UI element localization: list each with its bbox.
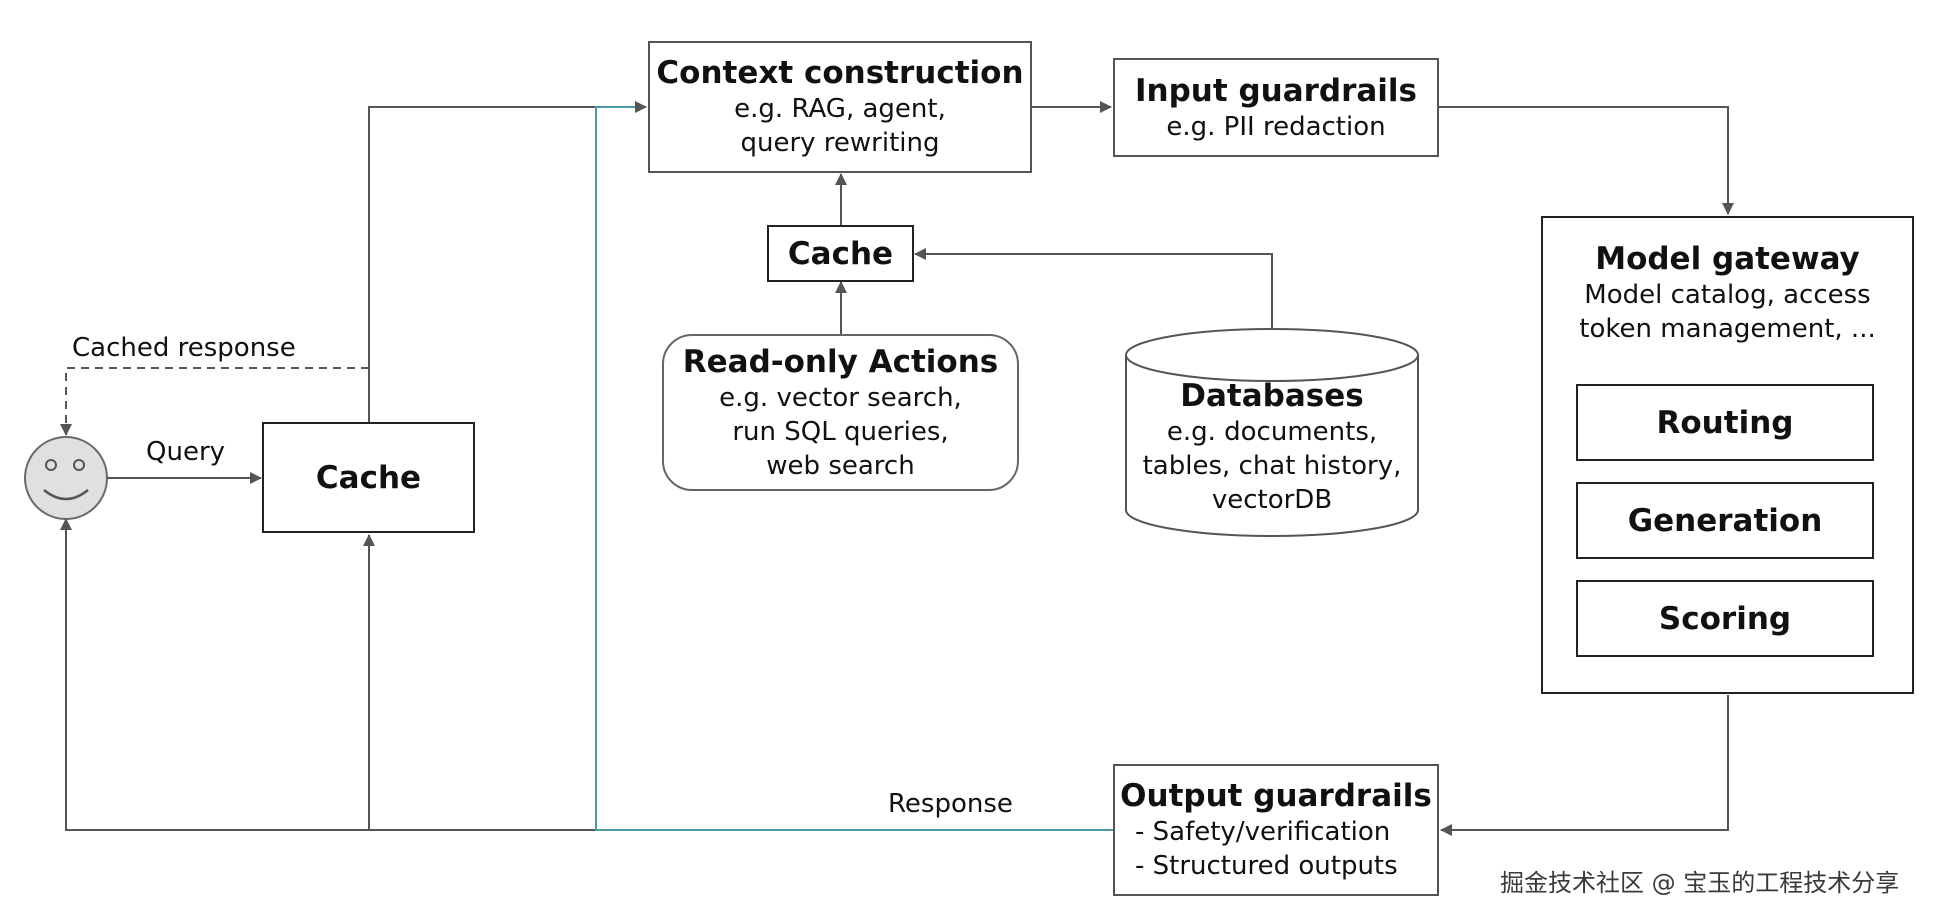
readonly-actions-title: Read-only Actions [682,343,999,380]
readonly-actions-line: run SQL queries, [732,416,949,447]
gateway-to-output-guardrails-arrow [1440,695,1729,836]
connectors [60,101,1734,836]
routing-module-box: Routing [1576,384,1874,461]
model-gateway-line: Model catalog, access [1584,280,1871,310]
generation-module-title: Generation [1627,502,1823,539]
input-guardrails-line: e.g. PII redaction [1166,111,1386,142]
databases-to-small-cache-arrow [914,248,1273,329]
databases-text: Databases e.g. documents, tables, chat h… [1126,372,1418,522]
smiley-face-icon [24,436,108,520]
generation-module-box: Generation [1576,482,1874,559]
cache-box-title: Cache [315,459,422,496]
watermark: 掘金技术社区 @ 宝玉的工程技术分享 [1500,869,1900,897]
databases-title: Databases [1180,378,1364,414]
input-guardrails-box: Input guardrails e.g. PII redaction [1113,58,1439,157]
databases-line: tables, chat history, [1142,451,1402,481]
retrieval-cache-box: Cache [767,225,914,282]
databases-line: vectorDB [1211,485,1333,515]
context-construction-line: e.g. RAG, agent, [734,94,946,124]
output-guardrails-title: Output guardrails [1120,778,1432,814]
retrieval-cache-title: Cache [787,235,894,272]
cache-to-context-line [368,106,600,424]
cached-response-label: Cached response [72,333,296,363]
model-gateway-title: Model gateway [1595,241,1860,277]
input-guardrails-to-gateway-arrow [1438,106,1734,215]
readonly-actions-box: Read-only Actions e.g. vector search, ru… [662,334,1019,491]
context-construction-line: query rewriting [740,128,940,158]
input-guardrails-title: Input guardrails [1134,72,1418,109]
scoring-module-box: Scoring [1576,580,1874,657]
cache-box: Cache [262,422,475,533]
output-guardrails-box: Output guardrails - Safety/verification … [1113,764,1439,896]
cached-response-arrow [60,367,369,436]
scoring-module-title: Scoring [1658,600,1792,637]
output-guardrails-line: - Structured outputs [1135,851,1398,881]
readonly-actions-line: web search [766,450,915,481]
context-construction-title: Context construction [656,55,1024,91]
response-feedback-line [595,106,1113,831]
output-guardrails-line: - Safety/verification [1135,817,1391,847]
query-label: Query [146,437,226,467]
response-to-user-arrow [60,518,596,831]
context-construction-box: Context construction e.g. RAG, agent, qu… [648,41,1032,173]
routing-module-title: Routing [1656,404,1794,441]
databases-line: e.g. documents, [1166,417,1378,447]
response-label: Response [888,789,1013,819]
readonly-actions-line: e.g. vector search, [719,382,962,413]
model-gateway-line: token management, ... [1579,314,1876,344]
